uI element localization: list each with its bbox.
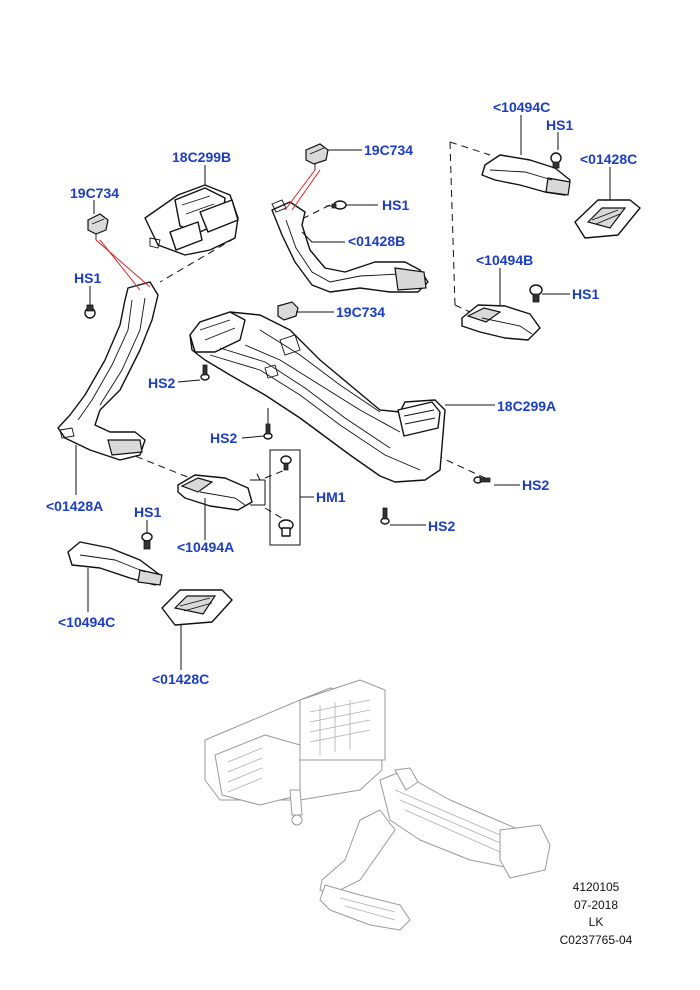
- clip-19c734-top[interactable]: [305, 143, 329, 170]
- part-01428b-duct[interactable]: [271, 199, 429, 293]
- part-10494c-top[interactable]: [481, 154, 571, 196]
- screw-hs2-a[interactable]: [200, 364, 210, 381]
- part-10494c-bottom[interactable]: [67, 541, 163, 586]
- screw-hs1-topright[interactable]: [550, 152, 562, 169]
- label-10494c-top[interactable]: <10494C: [493, 99, 550, 115]
- reference-id: C0237765-04: [560, 933, 633, 947]
- clip-19c734-mid[interactable]: [277, 301, 299, 321]
- label-hs1-mid[interactable]: HS1: [382, 197, 409, 213]
- label-01428b[interactable]: <01428B: [348, 233, 405, 249]
- part-labels: 19C734 18C299B 19C734 HS1 <01428B <10494…: [46, 99, 637, 687]
- reference-date: 07-2018: [574, 898, 618, 912]
- part-10494b[interactable]: [461, 304, 541, 341]
- reference-code: 4120105: [573, 880, 620, 894]
- assembly-guide-lines: [124, 141, 491, 481]
- label-19c734-mid[interactable]: 19C734: [336, 304, 385, 320]
- part-01428a-duct[interactable]: [57, 281, 159, 461]
- screw-hs2-c[interactable]: [473, 476, 491, 484]
- label-hs1-left[interactable]: HS1: [74, 270, 101, 286]
- label-hm1[interactable]: HM1: [316, 489, 346, 505]
- label-10494b[interactable]: <10494B: [476, 252, 533, 268]
- part-18c299b[interactable]: [144, 184, 239, 256]
- label-10494a[interactable]: <10494A: [177, 539, 234, 555]
- label-hs1-bottom[interactable]: HS1: [134, 504, 161, 520]
- label-19c734-left[interactable]: 19C734: [70, 185, 119, 201]
- leader-lines: [75, 115, 611, 670]
- screw-hs1-right[interactable]: [529, 284, 543, 303]
- label-hs2-c[interactable]: HS2: [522, 477, 549, 493]
- reference-initials: LK: [589, 915, 604, 929]
- reference-block: 4120105 07-2018 LK C0237765-04: [560, 880, 633, 947]
- screw-hs1-mid[interactable]: [326, 200, 347, 210]
- label-hs2-a[interactable]: HS2: [148, 375, 175, 391]
- label-01428c-top[interactable]: <01428C: [580, 151, 637, 167]
- screw-hs2-b[interactable]: [263, 423, 273, 440]
- label-hs1-topright[interactable]: HS1: [546, 117, 573, 133]
- hvac-assembly-ghost: [204, 679, 551, 931]
- label-01428a[interactable]: <01428A: [46, 498, 103, 514]
- fastener-group-hm1[interactable]: [250, 449, 301, 546]
- label-18c299a[interactable]: 18C299A: [497, 398, 556, 414]
- label-hs2-b[interactable]: HS2: [210, 430, 237, 446]
- part-01428c-bottom-grille[interactable]: [161, 589, 233, 626]
- part-18c299a-main-duct[interactable]: [189, 311, 446, 483]
- label-10494c-bottom[interactable]: <10494C: [58, 614, 115, 630]
- screw-hs1-left[interactable]: [84, 304, 96, 319]
- screw-hs1-bottom[interactable]: [141, 532, 153, 550]
- label-18c299b[interactable]: 18C299B: [172, 149, 231, 165]
- part-01428c-top-grille[interactable]: [574, 199, 641, 239]
- label-01428c-bottom[interactable]: <01428C: [152, 671, 209, 687]
- part-10494a[interactable]: [177, 474, 253, 511]
- label-hs2-d[interactable]: HS2: [428, 518, 455, 534]
- clip-19c734-left[interactable]: [87, 213, 109, 240]
- label-19c734-top[interactable]: 19C734: [364, 142, 413, 158]
- screw-hs2-d[interactable]: [380, 507, 390, 525]
- label-hs1-right[interactable]: HS1: [572, 286, 599, 302]
